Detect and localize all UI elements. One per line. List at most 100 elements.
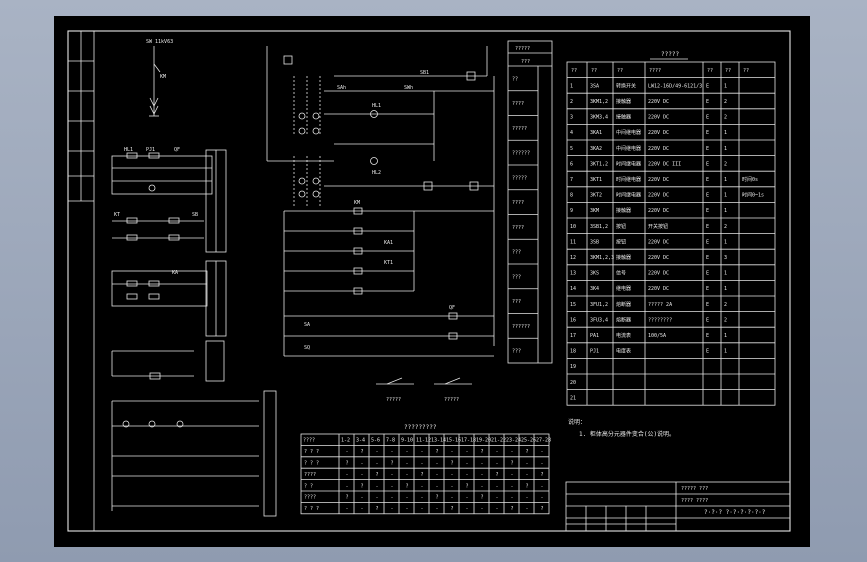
component-cell: 1 <box>724 349 727 355</box>
terminal-cell: ? <box>361 449 364 455</box>
component-cell: 1 <box>724 146 727 152</box>
component-cell: ???????? <box>648 317 672 323</box>
component-cell: 2 <box>724 161 727 167</box>
component-cell: 3K4 <box>590 286 599 292</box>
component-cell: 4 <box>570 130 573 136</box>
terminal-cell: - <box>361 461 364 467</box>
terminal-header-cell: 17-18 <box>461 438 476 444</box>
svg-text:KA: KA <box>172 270 178 276</box>
terminal-cell: ? <box>451 461 454 467</box>
function-row-label: ????? <box>512 126 527 132</box>
component-cell: 1 <box>724 208 727 214</box>
terminal-header-cell: 27-28 <box>536 438 551 444</box>
terminal-cell: - <box>436 483 439 489</box>
component-cell: 3KT1 <box>590 177 602 183</box>
terminal-cell: - <box>406 461 409 467</box>
terminal-cell: ? ? ? <box>304 461 319 467</box>
component-cell: 12 <box>570 255 576 261</box>
component-cell: 熔断器 <box>616 301 631 308</box>
terminal-header-cell: 13-14 <box>431 438 446 444</box>
terminal-cell: - <box>481 506 484 512</box>
terminal-cell: ? <box>526 449 529 455</box>
function-row-label: ?? <box>512 76 518 82</box>
component-cell: 3KT1,2 <box>590 161 608 167</box>
terminal-cell: - <box>391 495 394 501</box>
terminal-cell: ? <box>481 495 484 501</box>
terminal-cell: - <box>526 472 529 478</box>
component-cell: 时间0s <box>742 176 758 183</box>
terminal-cell: - <box>541 495 544 501</box>
component-cell: 1 <box>724 333 727 339</box>
component-cell: 时间0~1s <box>742 192 764 199</box>
component-cell: E <box>706 271 709 277</box>
component-cell: 熔断器 <box>616 316 631 323</box>
component-cell: 220V DC <box>648 286 669 292</box>
component-cell: 2 <box>570 99 573 105</box>
terminal-cell: - <box>406 449 409 455</box>
component-cell: 220V DC III <box>648 161 681 167</box>
function-row-label: ?????? <box>512 324 530 330</box>
notes: 说明： 1. 柜体高分元器件变合(公)说明。 <box>568 418 675 438</box>
component-cell: 2 <box>724 317 727 323</box>
terminal-cell: ? <box>481 449 484 455</box>
svg-text:PJ1: PJ1 <box>146 147 155 153</box>
terminal-header-cell: 15-16 <box>446 438 461 444</box>
svg-text:QF: QF <box>174 147 180 153</box>
component-cell: E <box>706 208 709 214</box>
terminal-cell: - <box>481 461 484 467</box>
breaker-label: KM <box>160 74 166 80</box>
component-cell: 3FU3,4 <box>590 317 608 323</box>
function-row-label: ???? <box>512 200 524 206</box>
component-cell: 1 <box>724 239 727 245</box>
terminal-cell: ? <box>436 495 439 501</box>
component-cell: 1 <box>724 177 727 183</box>
terminal-cell: ? <box>541 506 544 512</box>
terminal-cell: - <box>361 506 364 512</box>
center-control-circuit: SAh SWh SB1 HL1 HL2 KM KA1 KT1 QF SA SQ <box>266 46 495 357</box>
title-block-code: ?·?·? ?·?·?·?·?·? <box>704 509 766 516</box>
component-cell: 1 <box>724 83 727 89</box>
terminal-cell: ? <box>511 461 514 467</box>
left-control-block-2: KT SB <box>112 212 204 241</box>
component-header-cell: ?? <box>707 68 713 74</box>
left-control-block-1: HL1 PJ1 QF <box>111 147 227 253</box>
terminal-cell: ? <box>511 506 514 512</box>
component-cell: E <box>706 193 709 199</box>
terminal-cell: - <box>541 449 544 455</box>
component-cell: 20 <box>570 380 576 386</box>
terminal-header-cell: 7-8 <box>386 438 395 444</box>
terminal-header-cell: 3-4 <box>356 438 365 444</box>
function-header-sub: ??? <box>521 59 530 65</box>
component-cell: E <box>706 224 709 230</box>
component-cell: E <box>706 333 709 339</box>
component-cell: 19 <box>570 364 576 370</box>
component-cell: 时间继电器 <box>616 176 641 183</box>
terminal-cell: ? <box>436 449 439 455</box>
component-cell: 220V DC <box>648 239 669 245</box>
component-cell: 3 <box>724 255 727 261</box>
left-main-circuit: SW 11kV63 KM <box>146 39 173 117</box>
component-cell: E <box>706 146 709 152</box>
component-cell: E <box>706 161 709 167</box>
component-cell: E <box>706 130 709 136</box>
component-cell: 220V DC <box>648 255 669 261</box>
component-cell: 继电器 <box>616 285 631 292</box>
component-cell: 时间继电器 <box>616 192 641 199</box>
component-cell: 2 <box>724 224 727 230</box>
component-cell: 10 <box>570 224 576 230</box>
svg-text:QF: QF <box>449 305 455 311</box>
title-block: ????? ??? ???? ???? ?·?·? ?·?·?·?·?·? <box>565 481 791 532</box>
terminal-header-cell: 25-26 <box>521 438 536 444</box>
terminal-cell: ? <box>346 495 349 501</box>
component-header-cell: ?? <box>743 68 749 74</box>
terminal-cell: - <box>376 449 379 455</box>
component-cell: 3KA1 <box>590 130 602 136</box>
component-cell: 2 <box>724 302 727 308</box>
component-cell: 3SB1,2 <box>590 224 608 230</box>
terminal-cell: - <box>466 472 469 478</box>
component-cell: PA1 <box>590 333 599 339</box>
component-cell: 中间继电器 <box>616 129 641 136</box>
main-circuit-label: SW 11kV63 <box>146 39 173 45</box>
left-control-block-3: KA <box>111 260 227 337</box>
